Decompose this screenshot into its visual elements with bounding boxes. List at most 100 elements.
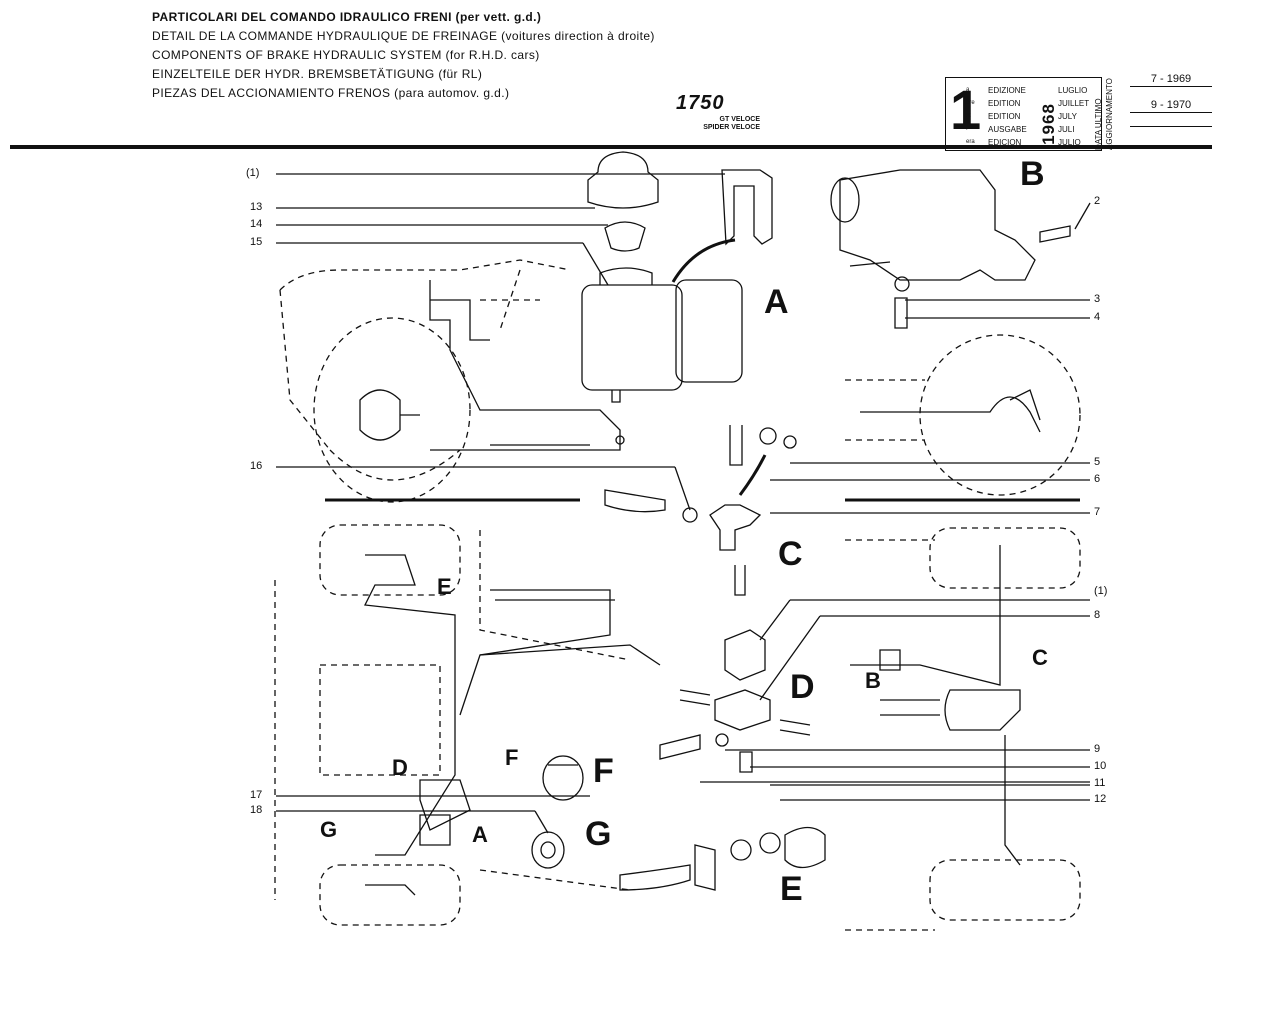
section-letter-a: A [764,283,789,321]
chassis-letter-g: G [320,817,338,842]
washer-12 [730,839,752,861]
front-brake-pipes [359,280,625,451]
assembly-arrow [738,454,767,496]
model-variants: GT VELOCE SPIDER VELOCE [688,116,760,132]
bolt-4 [894,297,908,329]
cross-body [714,689,771,731]
edition-suffix: . [966,126,968,132]
chassis-left-outline [274,524,631,926]
bleeder-10 [739,751,753,773]
edition-suffix: a [966,87,970,93]
pipe-end [784,826,826,869]
washer-3 [894,276,910,292]
title-spanish: PIEZAS DEL ACCIONAMIENTO FRENOS (para au… [152,86,510,100]
edition-word: EDIZIONE [988,86,1026,95]
hose-e [619,864,691,891]
variant-spider: SPIDER VELOCE [703,124,760,131]
hose-16 [604,489,666,513]
bolt-port [679,689,711,706]
edition-month: LUGLIO [1058,86,1088,95]
title-german: EINZELTEILE DER HYDR. BREMSBETÄTIGUNG (f… [152,67,483,81]
master-cylinder-end [830,177,860,223]
pipe-fitting-top [729,425,743,466]
model-logo: 1750 [676,92,725,114]
edition-number: 1 [950,78,982,141]
reservoir-outlet [611,390,621,403]
leader-line [674,466,691,511]
callout-label: 9 [1094,743,1101,755]
reservoir-clamp [721,169,773,246]
chassis-letter-c: C [1032,645,1048,670]
callout-label: 10 [1094,760,1107,772]
callout-label: 15 [250,236,263,248]
update-date [1130,126,1212,127]
edition-month: JULI [1058,125,1075,134]
update-date: 7 - 1969 [1130,72,1212,87]
master-cylinder-drawing [830,169,1071,329]
callout-label: 16 [250,460,263,472]
edition-suffix: era [966,139,975,145]
callout-label: 8 [1094,609,1101,621]
edition-month: JULY [1058,112,1077,121]
bolt-port [779,719,811,736]
chassis-left-pipes [364,554,661,896]
callout-label: 14 [250,218,263,230]
washer-5 [783,435,797,449]
chassis-letter-e: E [437,574,452,599]
leader-line [534,810,549,834]
leader-line [1074,202,1091,230]
front-car-outline [279,259,571,503]
edition-word: AUSGABE [988,125,1027,134]
callout-label: 2 [1094,195,1101,207]
callout-label: 13 [250,201,263,213]
tee-body [709,504,762,551]
edition-suffix: st [966,113,971,119]
update-date: 9 - 1970 [1130,98,1212,113]
callout-label: (1) [1094,585,1108,597]
chassis-letter-b: B [865,668,881,693]
variant-gt: GT VELOCE [719,116,760,123]
callout-label: 6 [1094,473,1101,485]
reservoir-drawing [581,151,773,403]
title-french: DETAIL DE LA COMMANDE HYDRAULIQUE DE FRE… [152,29,655,43]
section-letter-f: F [593,752,614,790]
rear-car-outline [845,334,1081,496]
pipe-outlet [849,261,891,267]
callout-label: 11 [1094,777,1106,789]
callout-label: 12 [1094,793,1107,805]
tee-fitting-drawing [604,425,797,596]
edition-suffix: ere [966,100,975,106]
edition-box: 1 a ere st . era EDIZIONE EDITION EDITIO… [945,77,1102,151]
callout-label: (1) [246,167,260,179]
edition-month: JUILLET [1058,99,1090,108]
reservoir-body [581,284,683,391]
leader-line [582,242,609,286]
master-cylinder-body [839,169,1036,281]
section-letter-c: C [778,535,803,573]
section-letter-e: E [780,870,803,908]
chassis-letter-f: F [505,745,519,770]
nut-12 [759,832,781,854]
chassis-right-outline [845,527,1081,931]
washer-16 [682,507,698,523]
section-letter-b: B [1020,155,1045,193]
pipe-fitting-bottom [734,565,746,596]
leader-line [759,599,791,641]
edition-word: EDITION [988,112,1021,121]
bolt-11 [659,734,701,760]
reservoir-cap [587,151,659,209]
callout-label: 18 [250,804,263,816]
chassis-letter-d: D [392,755,408,780]
clamp-f [542,755,584,801]
grommet-g-hole [540,841,556,859]
title-english: COMPONENTS OF BRAKE HYDRAULIC SYSTEM (fo… [152,48,540,62]
reservoir-neck [599,267,653,285]
chassis-letter-a: A [472,822,488,847]
callout-label: 7 [1094,506,1101,518]
nut-6 [759,427,777,445]
section-letter-g: G [585,815,612,853]
title-italian: PARTICOLARI DEL COMANDO IDRAULICO FRENI … [152,10,542,24]
edition-word: EDITION [988,99,1021,108]
cross-fitting-drawing [619,629,826,891]
